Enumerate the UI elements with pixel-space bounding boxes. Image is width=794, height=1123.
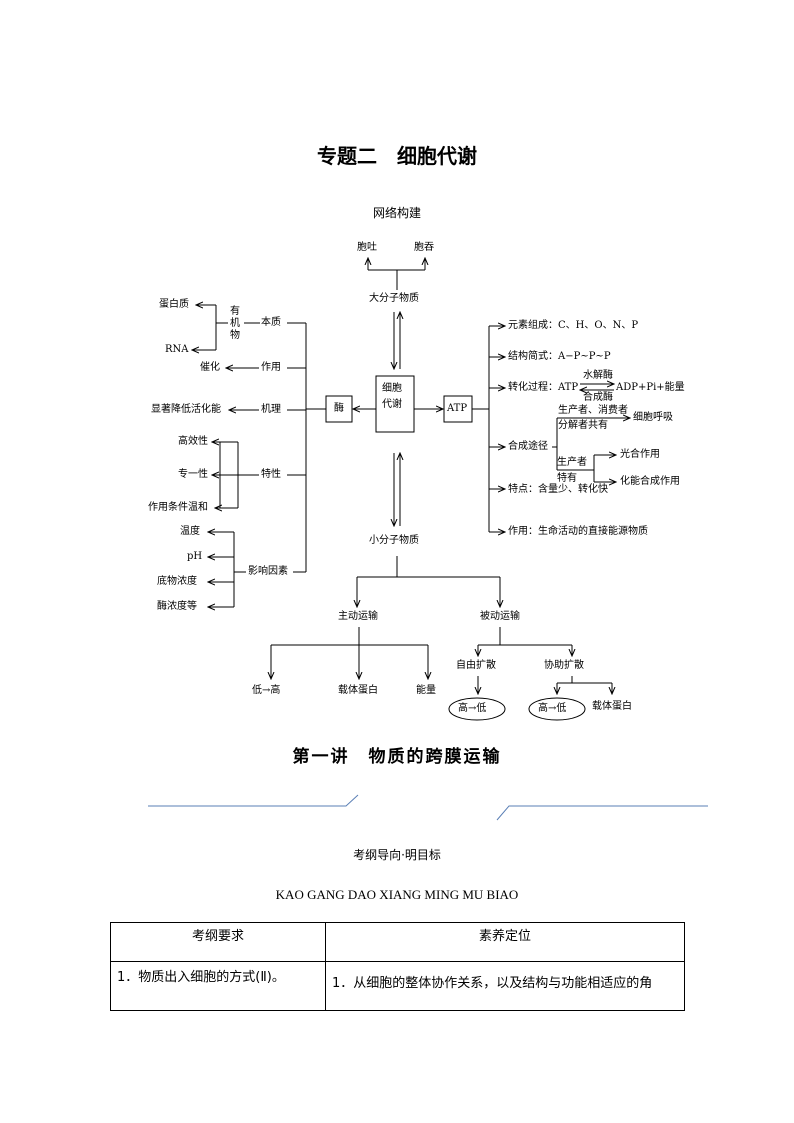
lecture-title: 第一讲 物质的跨膜运输 — [292, 747, 502, 767]
function-label: 作用 — [261, 362, 281, 373]
page-title: 专题二 细胞代谢 — [317, 144, 477, 168]
substrate-label: 底物浓度 — [157, 576, 197, 587]
ph-label: pH — [187, 551, 203, 562]
unique-label: 特有 — [557, 473, 577, 484]
elements-label: 元素组成：C、H、O、N、P — [508, 320, 639, 331]
organic-1: 有 — [230, 306, 240, 317]
hydrolase-label: 水解酶 — [583, 370, 613, 381]
synthase-label: 合成酶 — [583, 392, 613, 403]
energy-label: 能量 — [416, 685, 436, 696]
passive-transport-label: 被动运输 — [480, 611, 520, 622]
efficient-label: 高效性 — [178, 436, 208, 447]
features-label: 特点：含量少、转化快 — [508, 484, 608, 495]
protein-label: 蛋白质 — [159, 299, 189, 310]
organic-3: 物 — [230, 330, 240, 341]
high-low-label-1: 高→低 — [458, 703, 487, 714]
table-header-row: 考纲要求 素养定位 — [110, 922, 685, 962]
section-subtitle: 网络构建 — [372, 206, 421, 220]
specific-label: 专一性 — [178, 469, 208, 480]
header-exam-requirements: 考纲要求 — [110, 922, 326, 962]
lower-energy-label: 显著降低活化能 — [151, 404, 221, 415]
micro-label: 小分子物质 — [369, 535, 419, 546]
table-row: 1．物质出入细胞的方式(Ⅱ)。 1．从细胞的整体协作关系，以及结构与功能相适应的… — [110, 961, 685, 1011]
nature-label: 本质 — [261, 317, 281, 328]
carrier-label: 载体蛋白 — [338, 685, 378, 696]
guide-pinyin: KAO GANG DAO XIANG MING MU BIAO — [275, 887, 519, 902]
center-label-2: 代谢 — [382, 399, 402, 410]
center-box — [375, 375, 415, 433]
conversion-label: 转化过程：ATP — [508, 382, 579, 393]
enzyme-label: 酶 — [334, 403, 344, 414]
decomposer-shared-label: 分解者共有 — [558, 420, 608, 431]
formula-label: 结构简式：A−P~P~P — [508, 351, 611, 362]
cell-competency: 1．从细胞的整体协作关系，以及结构与功能相适应的角 — [325, 961, 685, 1011]
traits-label: 特性 — [261, 469, 281, 480]
atp-label: ATP — [447, 403, 468, 414]
photosynthesis-label: 光合作用 — [620, 449, 660, 460]
low-high-label: 低→高 — [252, 685, 281, 696]
requirements-table: 考纲要求 素养定位 1．物质出入细胞的方式(Ⅱ)。 1．从细胞的整体协作关系，以… — [110, 922, 685, 1011]
facilitated-diffusion-label: 协助扩散 — [544, 660, 584, 671]
producer-consumer-label: 生产者、消费者 — [558, 405, 628, 416]
mild-label: 作用条件温和 — [148, 502, 208, 513]
producer-label: 生产者 — [557, 457, 587, 468]
catalysis-label: 催化 — [200, 362, 220, 373]
center-label-1: 细胞 — [382, 383, 402, 394]
header-competency: 素养定位 — [325, 922, 685, 962]
concept-map — [0, 0, 794, 721]
enzyme-conc-label: 酶浓度等 — [157, 601, 197, 612]
macro-label: 大分子物质 — [369, 293, 419, 304]
oval-free-diffusion — [448, 697, 506, 721]
role-label: 作用：生命活动的直接能源物质 — [508, 526, 648, 537]
decorative-divider — [148, 794, 708, 821]
oval-facilitated-diffusion — [528, 697, 586, 721]
exocytosis-label: 胞吐 — [357, 242, 377, 253]
respiration-label: 细胞呼吸 — [633, 412, 673, 423]
endocytosis-label: 胞吞 — [414, 242, 434, 253]
chemosynthesis-label: 化能合成作用 — [620, 476, 680, 487]
rna-label: RNA — [165, 344, 189, 355]
factors-label: 影响因素 — [248, 566, 288, 577]
active-transport-label: 主动运输 — [338, 611, 378, 622]
guide-title: 考纲导向·明目标 — [353, 848, 441, 862]
high-low-label-2: 高→低 — [538, 703, 567, 714]
products-label: ADP+Pi+能量 — [616, 382, 685, 393]
mechanism-label: 机理 — [261, 404, 281, 415]
cell-requirement: 1．物质出入细胞的方式(Ⅱ)。 — [110, 961, 326, 1011]
carrier-label-2: 载体蛋白 — [592, 701, 632, 712]
organic-2: 机 — [230, 318, 240, 329]
temperature-label: 温度 — [180, 526, 200, 537]
synthesis-label: 合成途径 — [508, 441, 548, 452]
free-diffusion-label: 自由扩散 — [456, 660, 496, 671]
